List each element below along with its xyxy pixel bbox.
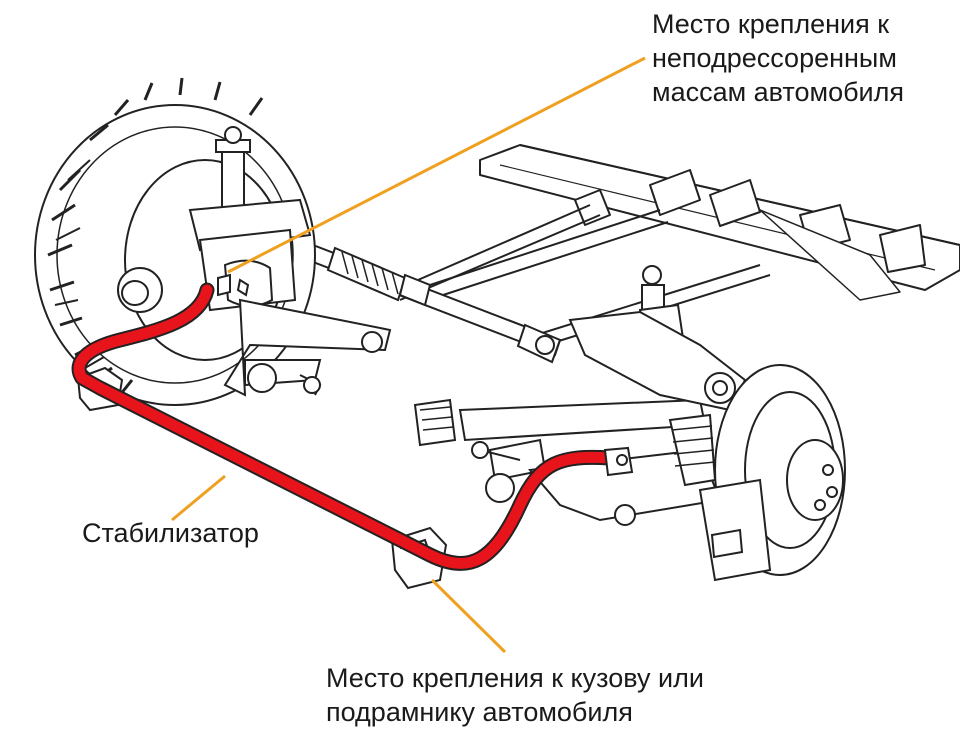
body-mount-label-line-1: Место крепления к кузову или: [326, 663, 704, 693]
body-mount-label: Место крепления к кузову или подрамнику …: [326, 661, 704, 729]
steering-rack: [293, 238, 562, 364]
subframe-crossmember: [479, 144, 960, 301]
right-brake-disc: [698, 364, 846, 582]
right-lower-arm: [413, 398, 722, 526]
unsprung-mount-label: Место крепления к неподрессоренным масса…: [652, 7, 904, 109]
unsprung-mount-label-line-2: неподрессоренным: [652, 43, 897, 73]
leader-line-unsprung: [227, 56, 646, 274]
body-mount-label-line-2: подрамнику автомобиля: [326, 697, 633, 727]
stabilizer-label-line-1: Стабилизатор: [82, 518, 259, 548]
stabilizer-label: Стабилизатор: [82, 516, 259, 550]
leader-line-body: [430, 578, 507, 654]
stabilizer-bar: [71, 282, 634, 571]
unsprung-mount-label-line-3: массам автомобиля: [652, 77, 905, 107]
leader-lines: [171, 56, 646, 654]
left-strut: [117, 126, 312, 313]
left-lower-arm: [223, 298, 392, 397]
leader-line-stabilizer: [171, 474, 226, 522]
unsprung-mount-label-line-1: Место крепления к: [652, 9, 890, 39]
